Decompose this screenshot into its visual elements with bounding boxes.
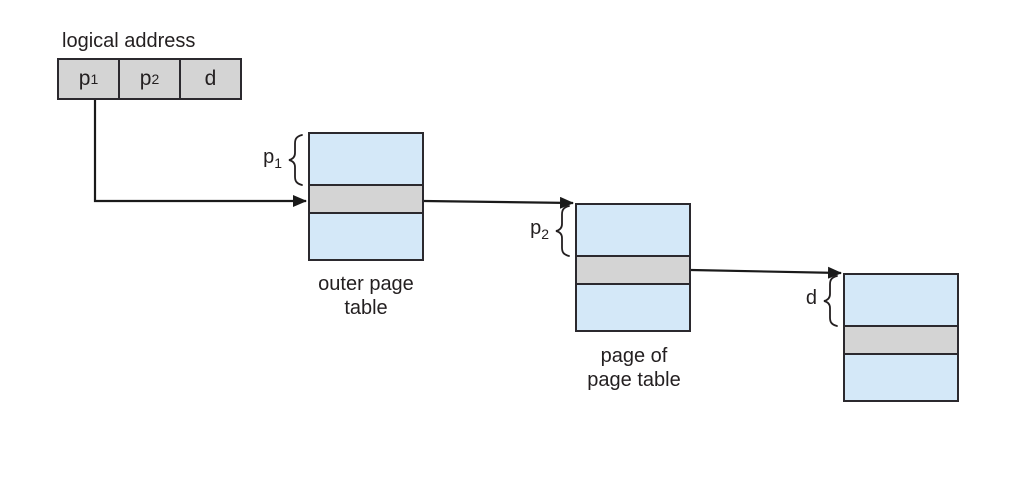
p2-brace-icon bbox=[555, 205, 570, 257]
p2-label: p2 bbox=[530, 217, 549, 242]
arrow-page-table-to-page-icon bbox=[690, 266, 842, 279]
table-row-bottom bbox=[310, 214, 422, 259]
selected-entry-row bbox=[845, 325, 957, 355]
table-row-top bbox=[577, 205, 689, 255]
p1-label: p1 bbox=[263, 146, 282, 171]
field-d: d bbox=[181, 60, 240, 98]
outer-page-table-caption: outer page table bbox=[318, 273, 414, 319]
page-of-page-table-caption: page of page table bbox=[587, 345, 681, 391]
page-of-page-table bbox=[575, 203, 691, 332]
logical-address-label: logical address bbox=[62, 30, 196, 52]
selected-entry-row bbox=[310, 184, 422, 214]
outer-page-table bbox=[308, 132, 424, 261]
selected-entry-row bbox=[577, 255, 689, 285]
table-row-top bbox=[310, 134, 422, 184]
d-label: d bbox=[805, 287, 817, 309]
p1-brace-icon bbox=[288, 134, 303, 186]
table-row-bottom bbox=[845, 355, 957, 400]
d-brace-icon bbox=[823, 275, 838, 327]
table-row-bottom bbox=[577, 285, 689, 330]
arrow-outer-table-to-page-table-icon bbox=[423, 196, 574, 209]
target-page-table bbox=[843, 273, 959, 402]
table-row-top bbox=[845, 275, 957, 325]
